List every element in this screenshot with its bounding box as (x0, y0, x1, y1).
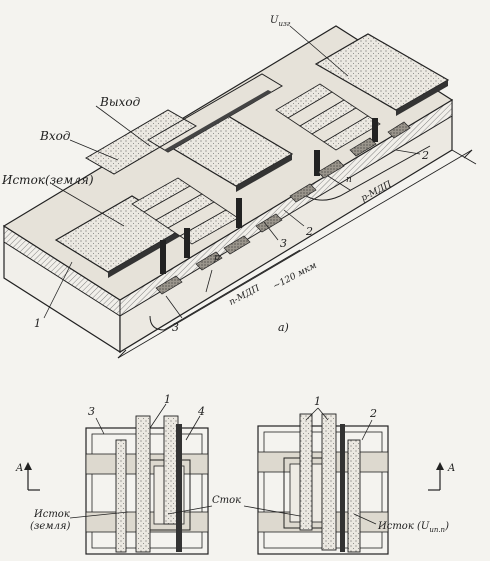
source-ground-label: Исток(земля) (2, 173, 94, 187)
callout-2-right: 2 (370, 407, 377, 420)
isometric-chip-view (2, 25, 477, 359)
width-dimension-line (117, 149, 473, 359)
callout-1-a: 1 (34, 317, 41, 330)
left-gate-strip-1 (115, 439, 127, 553)
left-gate-strip-2 (135, 415, 151, 553)
p-region-label: p (214, 253, 220, 263)
right-gate-strip-2 (321, 413, 337, 551)
output-label: Выход (100, 95, 141, 109)
left-gate-strip-3 (163, 415, 179, 525)
right-source-label: Исток (Uип.п) (378, 521, 449, 534)
contact-posts (160, 118, 378, 274)
layout-view-left (24, 403, 209, 555)
left-source-label-2: (земля) (30, 521, 71, 532)
nmos-gate-fingers (131, 177, 239, 245)
drain-leader-lines (167, 505, 301, 517)
callout-2-a-mid: 2 (306, 225, 313, 238)
callout-3-left: 3 (88, 405, 95, 418)
callout-1-left: 1 (164, 393, 171, 406)
left-axis-label: A (16, 463, 24, 474)
input-label: Вход (40, 129, 71, 143)
right-axis-label: A (448, 463, 456, 474)
output-line-strip (147, 73, 283, 153)
layout-view-right (257, 407, 444, 555)
callout-3-a-left: 3 (172, 321, 179, 334)
leader-lines (43, 25, 421, 319)
callout-2-a-right: 2 (422, 149, 429, 162)
drain-label: Сток (212, 495, 242, 506)
vdd-label: Uизг (270, 15, 291, 28)
right-gate-strip-3 (347, 439, 361, 553)
n-well-outline (149, 249, 301, 331)
n-region-label: n (346, 175, 352, 185)
callout-1-right: 1 (314, 395, 321, 408)
callout-4-left: 4 (198, 405, 205, 418)
right-gate-strip-1 (299, 413, 313, 531)
figure-a-caption: а) (278, 321, 289, 334)
pmos-gate-fingers (275, 83, 381, 151)
left-source-label-1: Исток (34, 509, 70, 520)
callout-3-a-mid: 3 (280, 237, 287, 250)
diffusion-regions (155, 121, 411, 295)
